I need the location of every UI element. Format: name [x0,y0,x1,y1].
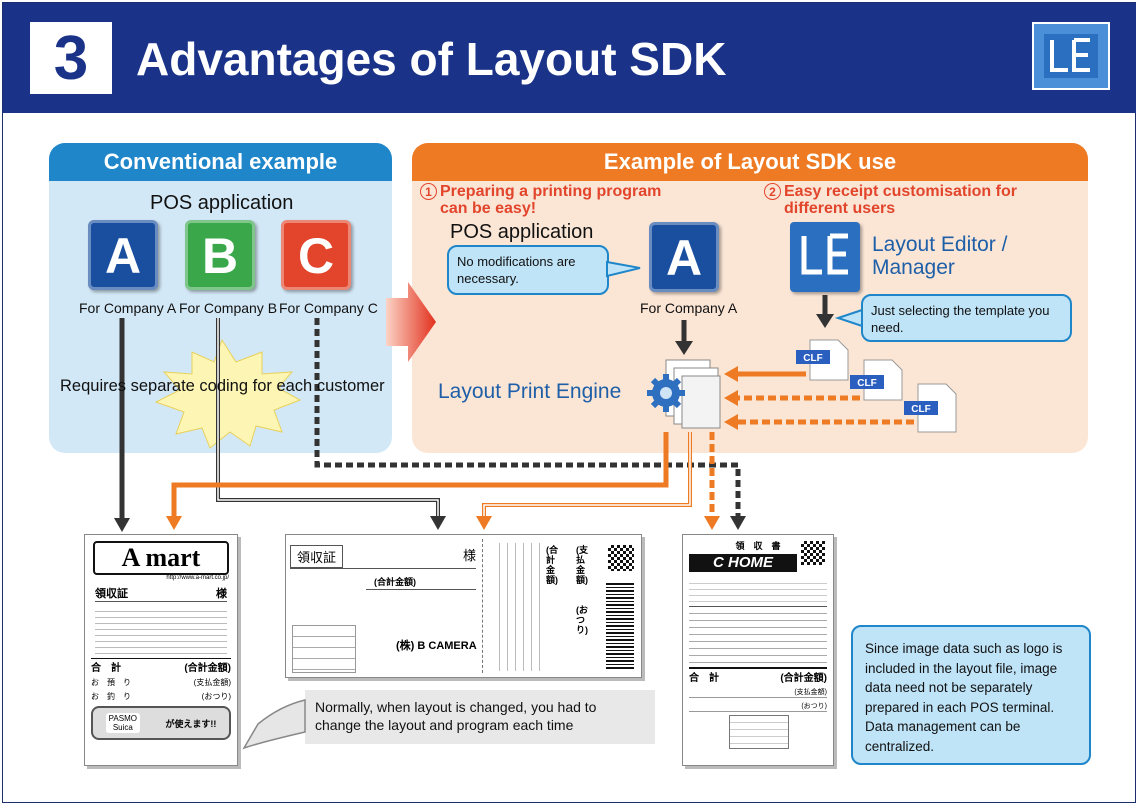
receipt-c-home: 領 収 書 C HOME 合 計 (合計金額) (支払金額) (おつり) [682,534,834,766]
receipt-b-v1: (合計金額) [546,545,558,585]
conventional-title: Conventional example [49,143,392,181]
receipt-c-qr-icon [801,541,825,565]
company-a-box: A [88,220,158,290]
layout-editor-icon [790,222,860,292]
company-c-label: For Company C [279,300,378,316]
layout-change-note: Normally, when layout is changed, you ha… [305,690,655,744]
receipt-a-pay-label: (支払金額) [193,678,231,687]
company-c-box: C [281,220,351,290]
layout-editor-label: Layout Editor / Manager [872,233,1007,279]
engine-to-receipt-a [171,432,669,518]
suica-label: Suica [112,723,133,732]
receipt-c-pay-label: (支払金額) [689,687,827,698]
point1-line2: can be easy! [440,200,537,217]
receipt-a-heading: 領収証 [95,588,128,600]
burst-shape [154,338,302,449]
receipt-c-shop: C HOME [689,554,797,572]
clf-label-1: CLF [803,353,822,364]
image-data-info: Since image data such as logo is include… [851,625,1091,765]
no-modification-bubble: No modifications are necessary. [447,245,609,295]
arrow-c-to-receipt [314,318,741,518]
company-a-label: For Company A [79,300,177,316]
sdk-company-a-label: For Company A [640,300,738,316]
receipt-a-change: お 釣 り [91,692,131,701]
receipt-b-v2: (支払金額) [576,545,588,585]
sdk-pos-label: POS application [450,221,594,243]
point2-line1: Easy receipt customisation for [784,183,1017,200]
note-curve-arrow [242,699,306,750]
receipt-c-total-label: (合計金額) [780,673,827,684]
page-title: Advantages of Layout SDK [136,33,727,85]
receipt-a-mart: A mart http://www.a-mart.co.jp/ 領収証 様 合 … [84,534,238,766]
sdk-title: Example of Layout SDK use [412,143,1088,181]
receipt-c-change-label: (おつり) [689,701,827,712]
company-b-box: B [185,220,255,290]
section-number: 3 [30,22,112,94]
clf-file-icon-2 [850,359,903,401]
pasmo-suica-badge: PASMO Suica が使えます!! [91,706,231,740]
receipt-b-barcode-icon [606,583,634,669]
receipt-c-heading: 領 収 書 [735,541,781,551]
receipt-a-shop: A mart [93,541,229,575]
receipt-b-suffix: 様 [462,548,476,563]
template-bubble: Just selecting the template you need. [861,294,1072,342]
transition-arrow [386,282,436,362]
header-bar [3,3,1136,113]
receipt-b-qr-icon [608,545,634,571]
conventional-pos-label: POS application [150,192,294,214]
layout-editor-line2: Manager [872,256,955,279]
gear-icon [647,374,685,412]
receipt-b-camera: 領収証 様 (合計金額) (株) B CAMERA (合計金額) (支払金額) … [285,534,642,678]
receipt-a-change-label: (おつり) [201,692,231,701]
point1-line1: Preparing a printing program [440,183,662,200]
company-b-label: For Company B [179,300,278,316]
receipt-b-total-label: (合計金額) [374,577,416,587]
receipt-c-total: 合 計 [689,673,719,684]
clf-file-icon-3 [904,383,957,433]
sdk-company-a-box: A [649,222,719,292]
pasmo-label: PASMO [108,714,137,723]
clf-label-2: CLF [857,378,876,389]
separate-coding-text: Requires separate coding for each custom… [60,377,385,395]
layout-print-engine-label: Layout Print Engine [438,380,622,403]
point2-line2: different users [784,200,896,217]
receipt-a-pay: お 預 り [91,678,131,687]
receipt-b-heading: 領収証 [290,545,344,568]
usable-label: が使えます!! [165,718,217,729]
logo-icon [1032,22,1110,90]
clf-label-3: CLF [911,404,930,415]
receipt-a-suffix: 様 [216,588,227,600]
receipt-b-v3: (おつり) [576,605,588,635]
receipt-a-url: http://www.a-mart.co.jp/ [166,575,229,581]
receipt-b-company: (株) B CAMERA [396,640,477,652]
receipt-a-total-label: (合計金額) [184,663,231,674]
layout-editor-line1: Layout Editor / [872,233,1008,256]
receipt-a-total: 合 計 [91,663,121,674]
clf-file-icon-1 [796,339,849,381]
